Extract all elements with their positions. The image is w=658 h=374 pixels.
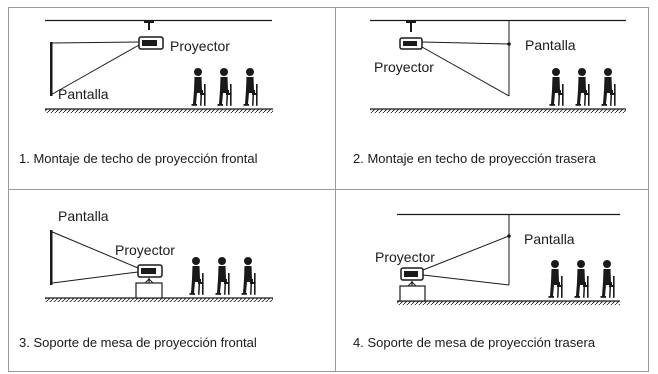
screen-label: Pantalla <box>525 37 576 53</box>
screen-bar <box>50 42 53 96</box>
panel-1-diagram: Pantalla Proyector <box>45 19 273 113</box>
projector-icon <box>399 37 423 50</box>
beam-line <box>421 46 510 97</box>
table-icon <box>399 281 426 302</box>
screen-label: Pantalla <box>58 86 109 102</box>
panel-3-diagram: Pantalla Proyector <box>45 208 273 302</box>
projector-label: Proyector <box>170 38 230 54</box>
panel-2-diagram: Pantalla Proyector <box>370 19 626 113</box>
beam-line <box>422 235 510 271</box>
screen-bar <box>50 230 53 285</box>
panel-4-caption: 4. Soporte de mesa de proyección trasera <box>353 335 596 350</box>
projector-icon <box>137 264 163 278</box>
floor-hatch <box>45 109 273 113</box>
projector-label: Proyector <box>115 242 175 258</box>
beam-line <box>52 271 139 284</box>
panel-1-caption: 1. Montaje de techo de proyección fronta… <box>19 151 258 166</box>
panel-3-caption: 3. Soporte de mesa de proyección frontal <box>19 335 257 350</box>
floor-hatch <box>45 298 273 302</box>
beam-line <box>52 41 140 44</box>
audience-icon <box>189 257 256 295</box>
panel-4-diagram: Pantalla Proyector <box>375 213 620 305</box>
screen-label: Pantalla <box>58 208 109 224</box>
projector-label: Proyector <box>375 249 435 265</box>
projector-icon <box>138 36 164 50</box>
beam-line <box>421 41 510 45</box>
beam-line <box>52 231 139 269</box>
audience-icon <box>549 68 616 106</box>
panel-2-caption: 2. Montaje en techo de proyección traser… <box>353 151 596 166</box>
projector-label: Proyector <box>374 59 434 75</box>
beam-line <box>422 274 510 286</box>
audience-icon <box>548 260 615 298</box>
table-icon <box>135 278 163 299</box>
panel-borders <box>8 7 649 372</box>
projector-icon <box>400 267 424 281</box>
screen-label: Pantalla <box>524 231 575 247</box>
beam-line <box>52 44 140 95</box>
audience-icon <box>191 68 258 106</box>
floor-hatch <box>370 109 626 113</box>
floor-hatch <box>397 301 620 305</box>
